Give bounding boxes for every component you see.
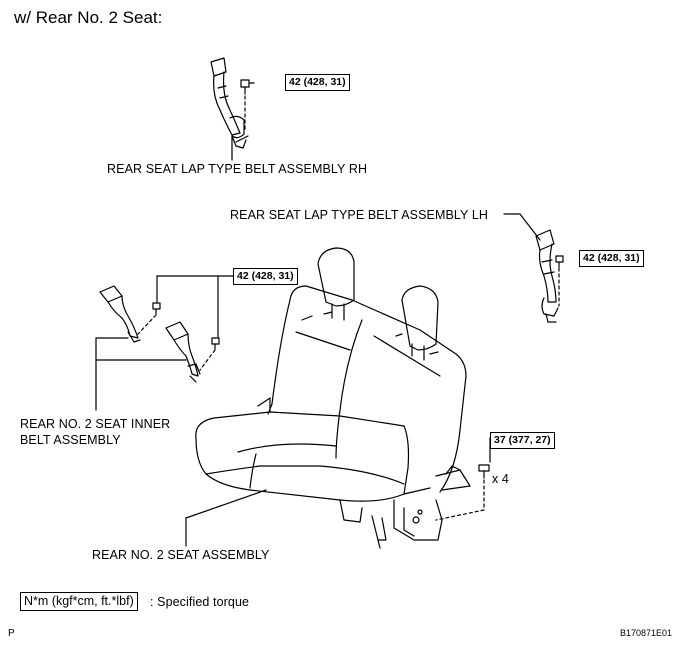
- page-title: w/ Rear No. 2 Seat:: [14, 8, 163, 27]
- inner-bolts-drawing: [137, 302, 220, 371]
- torque-unit-legend: N*m (kgf*cm, ft.*lbf): [20, 592, 138, 611]
- figure-code: B170871E01: [620, 628, 673, 638]
- rh-bolt-drawing: [240, 79, 255, 131]
- seat-torque-label: 37 (377, 27): [490, 432, 555, 449]
- seat-assembly-label: REAR NO. 2 SEAT ASSEMBLY: [92, 548, 270, 562]
- footer-left: P: [8, 628, 15, 639]
- inner-belt-drawing: [99, 285, 201, 383]
- lh-torque-label: 42 (428, 31): [579, 250, 644, 267]
- seat-bolt-drawing: [435, 437, 491, 521]
- lh-lap-belt-drawing: [535, 229, 559, 323]
- inner-belt-label-line1: REAR NO. 2 SEAT INNER: [20, 417, 171, 431]
- seat-drawing: [195, 247, 471, 549]
- rh-belt-label: REAR SEAT LAP TYPE BELT ASSEMBLY RH: [107, 162, 368, 176]
- rh-lap-belt-drawing: [210, 57, 249, 149]
- inner-belt-torque-label: 42 (428, 31): [233, 268, 298, 285]
- bolt-quantity: x 4: [492, 472, 509, 486]
- lh-belt-label: REAR SEAT LAP TYPE BELT ASSEMBLY LH: [230, 208, 489, 222]
- rh-torque-label: 42 (428, 31): [285, 74, 350, 91]
- lh-bolt-drawing: [555, 255, 564, 307]
- inner-belt-label-line2: BELT ASSEMBLY: [20, 433, 121, 447]
- legend-text: : Specified torque: [150, 595, 250, 609]
